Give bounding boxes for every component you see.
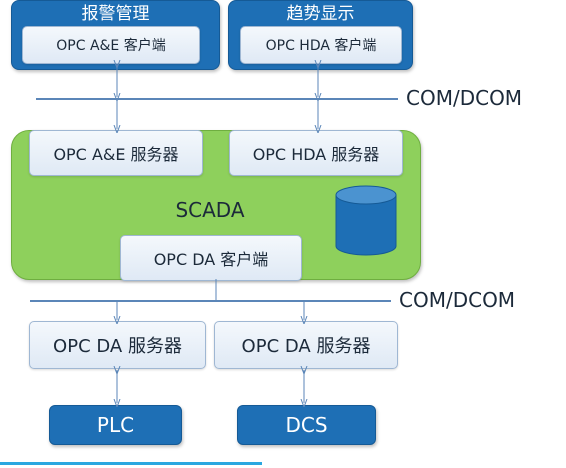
opc-da-client-box: OPC DA 客户端 [120,235,302,281]
opc-hda-server-box: OPC HDA 服务器 [229,130,403,176]
opc-da-server-box-2: OPC DA 服务器 [214,321,398,369]
upper-com-bus-label: COM/DCOM [406,86,523,110]
dcs-device: DCS [237,405,376,445]
database-icon [335,185,397,256]
upper-com-bus-line [36,98,398,100]
opc-da-server-box-1: OPC DA 服务器 [29,321,206,369]
lower-com-bus-label: COM/DCOM [399,288,516,312]
trend-display-title: 趋势显示 [286,4,355,24]
alarm-management-title: 报警管理 [81,4,150,24]
accent-bottom-bar [0,462,262,465]
scada-label: SCADA [175,198,245,222]
lower-com-bus-line [30,300,391,302]
opc-ae-client-box: OPC A&E 客户端 [22,26,200,64]
